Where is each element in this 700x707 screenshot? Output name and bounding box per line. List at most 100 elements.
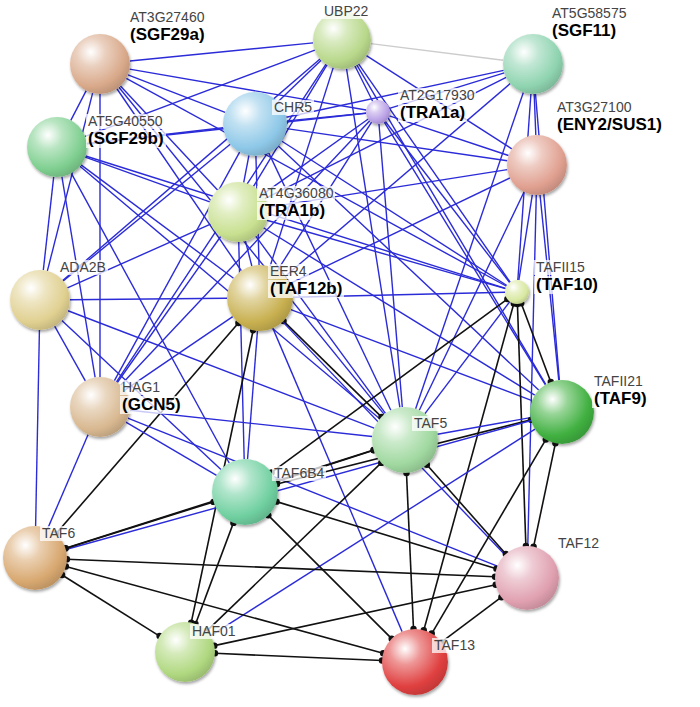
gene-name: TAF6B4 [272, 466, 326, 481]
protein-node: AT5G58575(SGF11) [503, 34, 563, 94]
protein-node: AT4G36080(TRA1b) [208, 182, 268, 242]
protein-node: TAF12 [495, 546, 559, 610]
node-label: TAF5 [412, 414, 449, 432]
interaction-line [36, 330, 40, 526]
protein-alias: (TRA1a) [398, 104, 467, 123]
interaction-line [265, 77, 506, 198]
interaction-line [71, 91, 86, 121]
gene-name: TAF12 [556, 536, 601, 551]
interaction-line [347, 69, 400, 408]
gene-name: AT5G58575 [550, 6, 628, 21]
protein-node: TAF13 [382, 629, 448, 695]
interaction-line [385, 121, 509, 282]
interaction-line [265, 512, 395, 642]
interaction-line [62, 447, 376, 552]
protein-node: AT2G17930(TRA1a) [366, 100, 390, 124]
gene-name: TAFII21 [592, 374, 645, 389]
node-label: ADA2B [58, 258, 108, 276]
gene-name: AT4G36080 [257, 186, 335, 201]
interaction-line [48, 435, 88, 529]
interaction-line [62, 321, 221, 470]
protein-alias: (TAF9) [592, 390, 649, 409]
interaction-line [62, 499, 216, 552]
interaction-line [264, 228, 535, 395]
interaction-line [286, 70, 503, 117]
interaction-line [273, 328, 402, 631]
node-label: TAF13 [432, 636, 477, 654]
interaction-line [64, 556, 498, 580]
gene-name: UBP22 [322, 4, 370, 19]
node-label: CHR5 [272, 98, 314, 116]
protein-alias: (TAF12b) [268, 280, 344, 299]
node-label: AT5G40550(SGF29b) [86, 112, 166, 148]
interaction-line [530, 440, 558, 550]
interaction-line [425, 302, 510, 414]
interaction-line [357, 65, 546, 384]
interaction-line [66, 421, 531, 550]
protein-alias: (GCN5) [120, 396, 183, 415]
protein-node: UBP22 [313, 11, 371, 69]
protein-alias: (ENY2/SUS1) [555, 116, 664, 135]
node-label: AT5G58575(SGF11) [550, 4, 628, 40]
interaction-line [424, 462, 509, 558]
gene-name: AT3G27460 [128, 10, 206, 25]
protein-node: AT3G27100(ENY2/SUS1) [507, 135, 567, 195]
node-label: AT3G27100(ENY2/SUS1) [555, 98, 664, 134]
interaction-line [203, 460, 384, 635]
interaction-line [291, 310, 532, 401]
protein-node: AT3G27460(SGF29a) [70, 34, 130, 94]
node-label: TAFII15(TAF10) [534, 258, 600, 294]
gene-name: TAF13 [432, 638, 477, 653]
interaction-line [86, 156, 506, 288]
protein-alias: (SGF29a) [128, 26, 207, 45]
gene-name: TAF5 [412, 416, 449, 431]
gene-name: TAFII15 [534, 260, 587, 275]
interaction-line [267, 220, 506, 288]
node-label: AT4G36080(TRA1b) [257, 184, 335, 220]
protein-alias: (TAF10) [534, 276, 600, 295]
gene-name: EER4 [268, 264, 309, 279]
interaction-line [379, 124, 402, 407]
gene-name: HAF01 [190, 624, 238, 639]
interaction-line [245, 241, 251, 266]
interaction-line [43, 177, 53, 270]
gene-name: AT3G27100 [555, 100, 633, 115]
interaction-line [53, 320, 242, 537]
gene-name: CHR5 [272, 100, 314, 115]
interaction-line [85, 157, 210, 202]
node-label: UBP22 [322, 2, 370, 20]
protein-node: HAG1(GCN5) [70, 377, 130, 437]
protein-node: CHR5 [223, 92, 287, 156]
interaction-line [519, 195, 532, 281]
gene-name: ADA2B [58, 260, 108, 275]
node-label: TAF6 [40, 524, 77, 542]
interaction-line [528, 195, 536, 546]
protein-alias: (SGF11) [550, 22, 618, 41]
node-label: TAF12 [556, 534, 601, 552]
gene-name: AT2G17930 [398, 88, 476, 103]
interaction-line [210, 429, 535, 636]
interaction-line [128, 75, 225, 113]
interaction-line [212, 650, 385, 664]
interaction-line [366, 56, 511, 149]
node-label: TAFII21(TAF9) [592, 372, 649, 408]
interaction-line [55, 326, 86, 381]
protein-node: TAF6 [3, 526, 67, 590]
gene-name: TAF6 [40, 526, 77, 541]
interaction-line [285, 84, 510, 277]
interaction-line [70, 298, 227, 299]
interaction-line [244, 155, 249, 182]
gene-name: AT5G40550 [86, 114, 164, 129]
protein-alias: (SGF29b) [86, 130, 166, 149]
interaction-line [283, 322, 505, 555]
interaction-line [128, 418, 497, 566]
interaction-line [59, 572, 163, 639]
interaction-line [130, 43, 313, 61]
interaction-line [67, 224, 210, 288]
interaction-line [280, 318, 384, 420]
node-label: AT3G27460(SGF29a) [128, 8, 207, 44]
protein-node: AT5G40550(SGF29b) [27, 117, 87, 177]
protein-alias: (TRA1b) [257, 202, 327, 221]
interaction-line [403, 470, 416, 632]
interaction-line [273, 498, 499, 571]
